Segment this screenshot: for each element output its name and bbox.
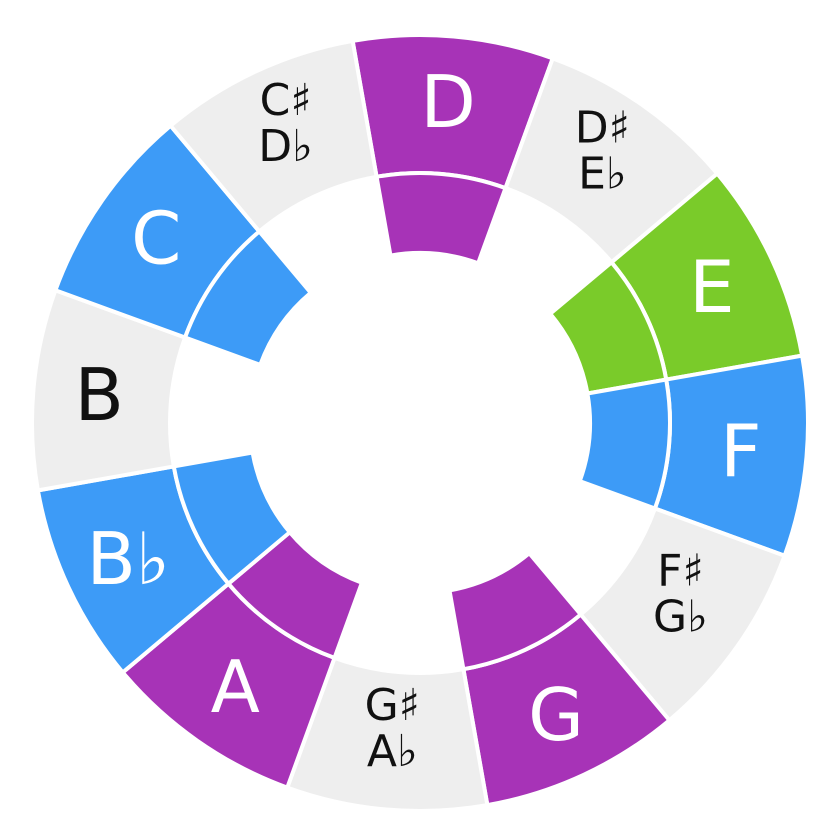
label-f-sharp: F♯G♭ — [653, 545, 708, 642]
center-hole — [252, 255, 588, 591]
label-d-sharp: D♯E♭ — [575, 103, 630, 200]
label-g-sharp: G♯A♭ — [365, 680, 420, 777]
label-b: B — [75, 353, 124, 437]
note-labels: D D♯E♭ EFF♯G♭ G G♯A♭ A B♭ BC C♯D♭ — [75, 60, 762, 777]
inner-band-g[interactable] — [447, 550, 584, 672]
inner-band-f[interactable] — [577, 377, 672, 512]
outer-ring — [30, 33, 810, 813]
segment-c-sharp[interactable] — [167, 38, 379, 235]
inner-band-b-flat[interactable] — [171, 450, 293, 587]
label-d: D — [420, 60, 475, 144]
label-g: G — [528, 673, 584, 757]
label-a: A — [211, 645, 260, 729]
inner-ring — [171, 171, 672, 672]
label-f: F — [720, 409, 761, 493]
label-c-sharp: C♯D♭ — [258, 75, 313, 172]
label-c: C — [131, 196, 181, 280]
inner-band-d[interactable] — [374, 171, 509, 266]
label-b-flat: B♭ — [86, 517, 169, 601]
inner-band-c[interactable] — [182, 228, 314, 368]
label-e: E — [689, 245, 735, 329]
